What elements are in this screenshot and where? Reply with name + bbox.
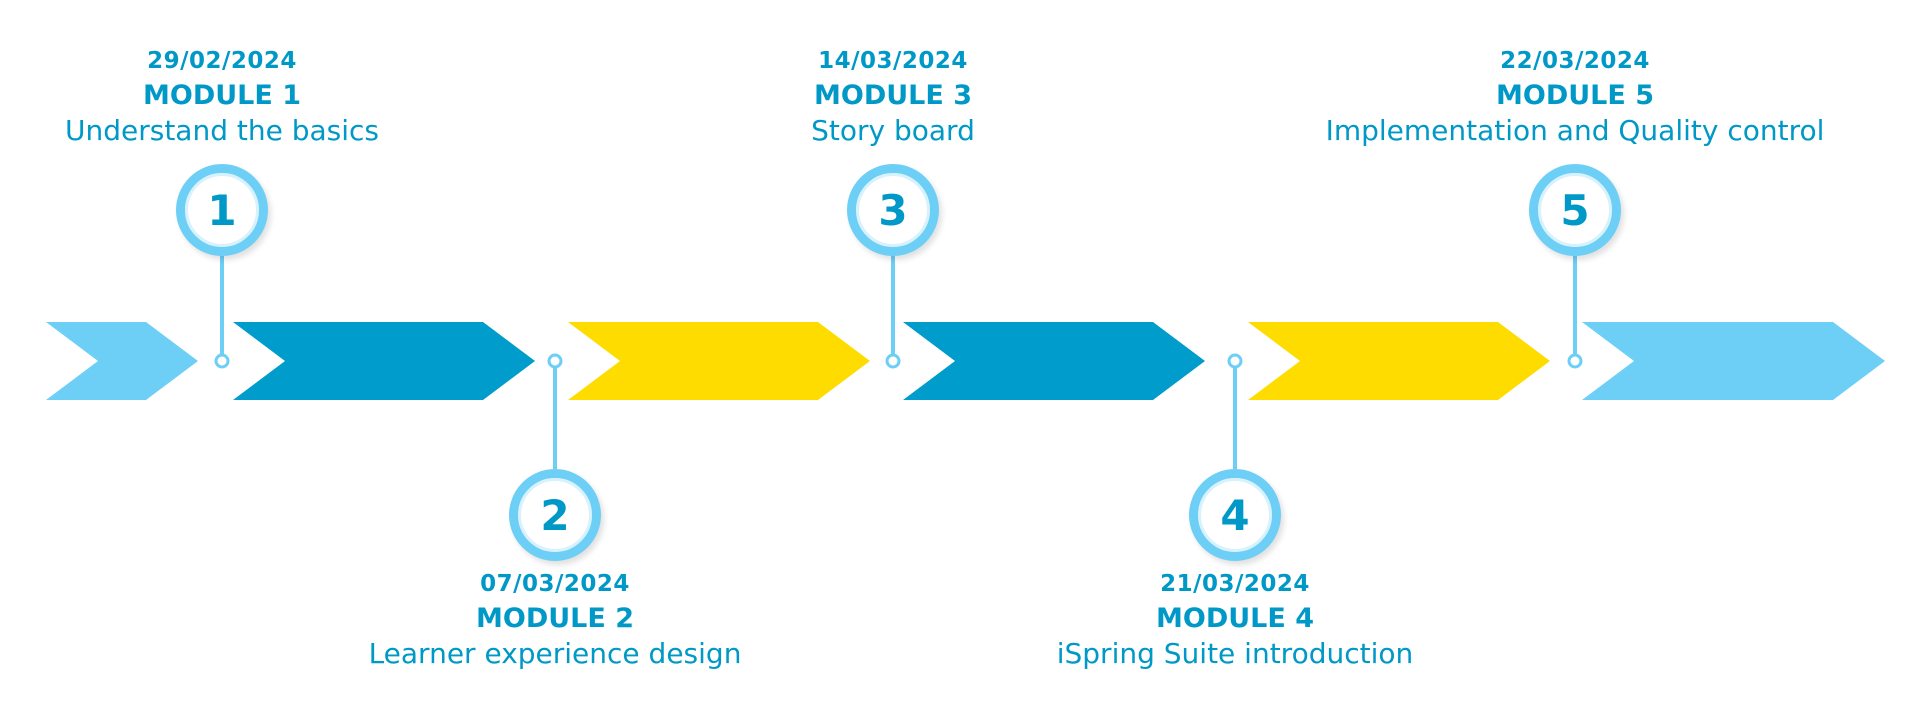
module-3-label: MODULE 3 — [814, 79, 972, 111]
module-5-badge: 5 — [1529, 164, 1621, 256]
module-3-date: 14/03/2024 — [818, 48, 968, 74]
timeline-chevron-5 — [1248, 322, 1550, 400]
module-4-text: 21/03/2024 MODULE 4 iSpring Suite introd… — [935, 571, 1535, 671]
module-1-text: 29/02/2024 MODULE 1 Understand the basic… — [0, 48, 522, 148]
module-2-text: 07/03/2024 MODULE 2 Learner experience d… — [255, 571, 855, 671]
module-2-date: 07/03/2024 — [480, 571, 630, 597]
timeline-chevron-3 — [568, 322, 870, 400]
module-2-label: MODULE 2 — [476, 602, 634, 634]
module-4-title: iSpring Suite introduction — [1056, 636, 1414, 670]
module-2-anchor-dot — [547, 353, 563, 369]
module-4-label: MODULE 4 — [1156, 602, 1314, 634]
timeline-chevron-2 — [233, 322, 535, 400]
module-1-title: Understand the basics — [64, 113, 380, 147]
module-1-anchor-dot — [214, 353, 230, 369]
module-5-text: 22/03/2024 MODULE 5 Implementation and Q… — [1275, 48, 1875, 148]
module-5-date: 22/03/2024 — [1500, 48, 1650, 74]
module-4-date: 21/03/2024 — [1160, 571, 1310, 597]
module-5-anchor-dot — [1567, 353, 1583, 369]
module-3-title: Story board — [811, 113, 975, 147]
module-5-label: MODULE 5 — [1496, 79, 1654, 111]
module-3-anchor-dot — [885, 353, 901, 369]
module-1-date: 29/02/2024 — [147, 48, 297, 74]
module-1-label: MODULE 1 — [143, 79, 301, 111]
timeline-chevron-1 — [46, 322, 198, 400]
module-1-badge: 1 — [176, 164, 268, 256]
module-2-badge: 2 — [509, 469, 601, 561]
module-5-title: Implementation and Quality control — [1325, 113, 1825, 147]
timeline-chevron-6 — [1582, 322, 1885, 400]
module-4-anchor-dot — [1227, 353, 1243, 369]
module-3-text: 14/03/2024 MODULE 3 Story board — [593, 48, 1193, 148]
timeline-chevron-4 — [903, 322, 1205, 400]
module-4-badge: 4 — [1189, 469, 1281, 561]
module-2-title: Learner experience design — [368, 636, 742, 670]
module-3-badge: 3 — [847, 164, 939, 256]
